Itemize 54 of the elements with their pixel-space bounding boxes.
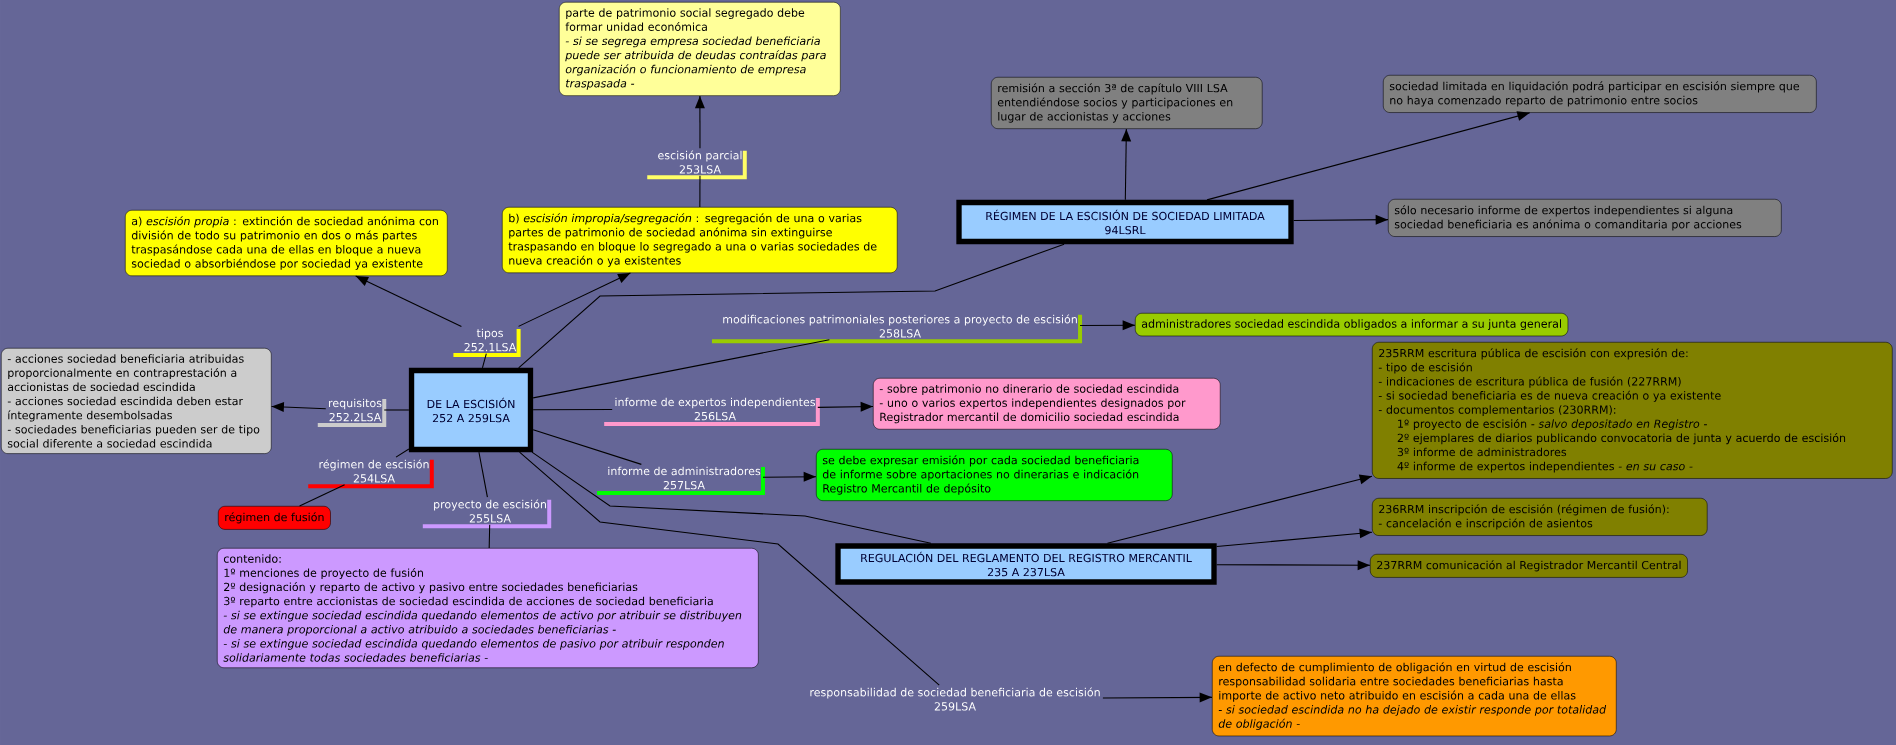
connector-line — [383, 409, 410, 411]
connector-line — [532, 429, 642, 465]
arrow — [694, 95, 705, 149]
connector-line — [531, 451, 932, 544]
arrow — [1121, 128, 1132, 201]
connector-line — [488, 524, 491, 549]
concept-box: - acciones sociedad beneficiaria atribuidas proporcionalmente en contraprestación a accionistas de sociedad escindida - acciones sociedad escindida deben estar íntegramente desembolsadas - sociedades beneficiarias pueden ser de tipo social diferente a sociedad escindida — [1, 348, 272, 454]
main-concept-box: REGULACIÓN DEL REGLAMENTO DEL REGISTRO MERCANTIL 235 A 237LSA — [835, 543, 1217, 585]
linking-phrase: informe de administradores 257LSA — [597, 466, 765, 495]
linking-phrase: responsabilidad de sociedad beneficiaria de escisión 259LSA — [810, 687, 1100, 711]
arrow — [1293, 214, 1389, 225]
arrow — [1216, 528, 1373, 548]
connector-line — [532, 339, 830, 399]
connector-line — [395, 448, 410, 458]
linking-phrase: requisitos 252.2LSA — [317, 398, 387, 427]
main-concept-box: DE LA ESCISIÓN 252 A 259LSA — [408, 367, 534, 453]
arrow — [762, 471, 817, 482]
arrow — [817, 401, 874, 412]
concept-box: remisión a sección 3ª de capítulo VIII LSA entendiéndose socios y participaciones en lugar de accionistas y acciones — [991, 77, 1263, 129]
linking-phrase: proyecto de escisión 255LSA — [422, 499, 552, 529]
concept-box: administradores sociedad escindida obligados a informar a su junta general — [1135, 313, 1569, 337]
arrow — [1102, 692, 1213, 703]
arrow — [1079, 320, 1136, 331]
connector-line — [519, 451, 940, 686]
connector-line — [481, 353, 487, 369]
arrow — [355, 275, 462, 327]
connector-line — [518, 243, 1065, 369]
main-concept-box: RÉGIMEN DE LA ESCISIÓN DE SOCIEDAD LIMITADA 94LSRL — [956, 199, 1294, 245]
concept-box: sociedad limitada en liquidación podrá participar en escisión siempre que no haya comenzado reparto de patrimonio entre socios — [1383, 75, 1817, 113]
arrow — [518, 272, 631, 327]
concept-box: 235RRM escritura pública de escisión con expresión de: - tipo de escisión - indicaciones de escritura pública de fusión (227RRM) - si sociedad beneficiaria es de nueva creación o ya existente - documentos complementarios (230RRM): 1º proyecto de escisión - salvo depositado en Registro - 2º ejemplares de diarios publicando convocatoria de junta y acuerdo de escisión 3º informe de administradores 4º informe de expertos independientes - en su caso - — [1372, 342, 1893, 479]
concept-box: sólo necesario informe de expertos independientes si alguna sociedad beneficiaria es anónima o comanditaria por acciones — [1388, 199, 1782, 237]
concept-box: - sobre patrimonio no dinerario de sociedad escindida - uno o varios expertos independientes designados por Registrador mercantil de domicilio sociedad escindida — [873, 378, 1221, 430]
linking-phrase: régimen de escisión 254LSA — [308, 459, 434, 489]
concept-box: a) escisión propia : extinción de sociedad anónima con división de todo su patrimonio en dos o más partes traspasándose cada una de ellas en bloque a nueva sociedad o absorbiéndose por sociedad ya existente — [125, 210, 448, 277]
concept-box: parte de patrimonio social segregado debe formar unidad económica - si se segrega empresa sociedad beneficiaria puede ser atribuida de deudas contraídas para organización o funcionamiento de empresa traspasada - — [559, 2, 841, 96]
arrow — [1206, 111, 1531, 201]
linking-phrase: escisión parcial 253LSA — [647, 150, 747, 180]
linking-phrase: modificaciones patrimoniales posteriores a proyecto de escisión 258LSA — [711, 314, 1083, 344]
concept-box: 236RRM inscripción de escisión (régimen de fusión): - cancelación e inscripción de asientos — [1372, 498, 1708, 536]
connector-line — [532, 408, 613, 411]
connector-line — [478, 451, 488, 498]
arrow — [1106, 474, 1373, 544]
concept-box: se debe expresar emisión por cada sociedad beneficiaria de informe sobre aportaciones no dinerarias e indicación Registro Mercantil de depósito — [816, 449, 1173, 501]
concept-box: régimen de fusión — [218, 506, 331, 530]
arrow — [1216, 560, 1371, 571]
concept-box: b) escisión impropia/segregación : segregación de una o varias partes de patrimonio de sociedad anónima sin extinguirse traspasando en bloque lo segregado a una o varias sociedades de nueva creación o ya existentes — [502, 207, 898, 274]
linking-phrase: informe de expertos independientes 256LSA — [604, 397, 820, 426]
connector-line — [699, 175, 701, 208]
concept-box: contenido: 1º menciones de proyecto de fusión 2º designación y reparto de activo y pasivo entre sociedades beneficiarias 3º reparto entre accionistas de sociedad escindida de acciones de sociedad beneficiaria - si se extingue sociedad escindida quedando elementos de activo por atribuir se distribuyen de manera proporcional a activo atribuido a sociedades beneficiarias - - si se extingue sociedad escindida quedando elementos de pasivo por atribuir responden solidariamente todas sociedades beneficiarias - — [217, 548, 759, 669]
concept-box: 237RRM comunicación al Registrador Mercantil Central — [1370, 554, 1688, 578]
arrow — [271, 402, 327, 413]
linking-phrase: tipos 252.1LSA — [453, 328, 521, 357]
concept-box: en defecto de cumplimiento de obligación en virtud de escisión responsabilidad solidaria entre sociedades beneficiarias hasta importe de activo neto atribuido en escisión a cada una de ellas - si sociedad escindida no ha dejado de existir responde por totalidad de obligación - — [1212, 656, 1617, 737]
